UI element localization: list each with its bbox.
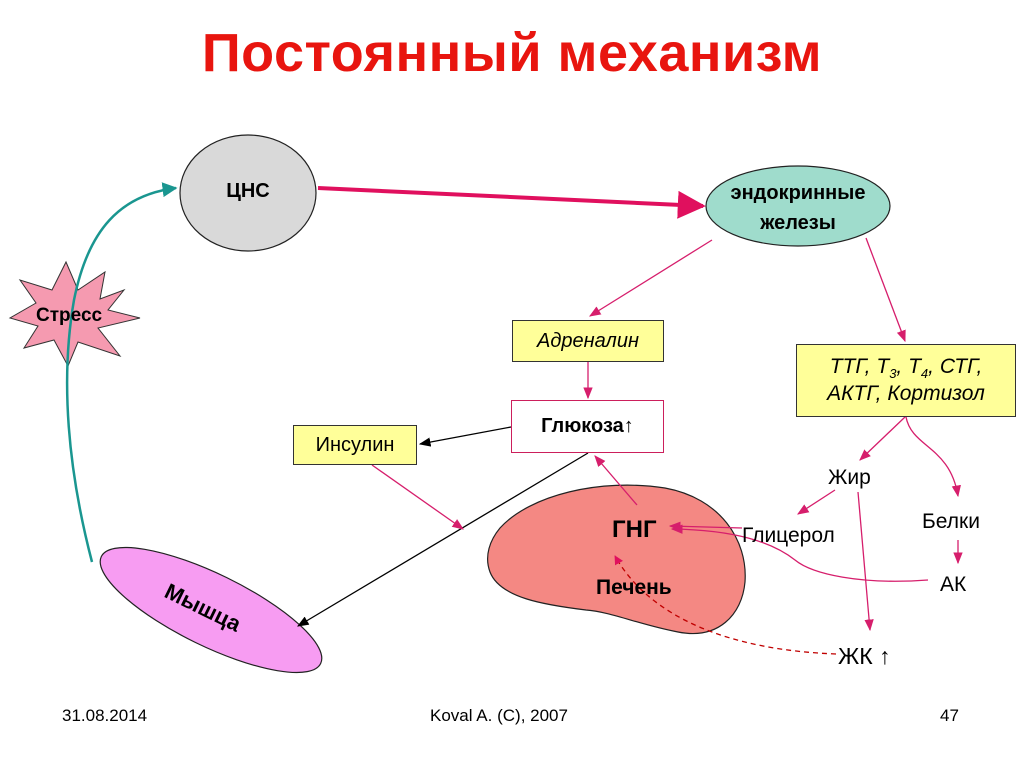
arrow-fat-to-glycerol: [797, 489, 836, 515]
glycerol-label: Глицерол: [742, 524, 835, 547]
glucose-label: Глюкоза↑: [541, 415, 634, 437]
adrenaline-label: Адреналин: [537, 329, 639, 352]
arrow-cns-to-endocrine: [317, 186, 706, 219]
gng-label: ГНГ: [612, 516, 657, 543]
adrenaline-box: Адреналин: [512, 320, 664, 362]
fattyacids-label: ЖК ↑: [838, 643, 891, 669]
arrow-glucose-to-muscle: [296, 452, 589, 627]
endocrine-label-line1: эндокринные: [730, 182, 866, 204]
arrow-gng-to-glucose: [594, 455, 638, 506]
arrow-muscle-to-cns: [65, 182, 178, 563]
stress-star: [8, 260, 141, 368]
footer-date: 31.08.2014: [62, 706, 148, 725]
hormones-box: ТТГ, Т3, Т4, СТГ, АКТГ, Кортизол: [796, 344, 1016, 417]
arrow-fat-to-fattyacids: [857, 491, 874, 632]
footer-page-number: 47: [940, 706, 959, 725]
muscle-node: [99, 546, 323, 674]
arrow-hormones-to-proteins: [905, 416, 961, 498]
fat-label: Жир: [828, 466, 871, 489]
liver-label: Печень: [596, 576, 672, 599]
insulin-label: Инсулин: [315, 433, 395, 456]
cns-label: ЦНС: [226, 180, 270, 202]
arrow-fattyacids-to-liver: [614, 555, 837, 655]
arrow-glucose-to-insulin: [418, 426, 512, 447]
arrow-endocrine-to-adrenaline: [589, 239, 713, 317]
insulin-box: Инсулин: [293, 425, 417, 465]
ak-label: АК: [940, 573, 967, 596]
footer-author: Koval A. (C), 2007: [430, 706, 568, 725]
arrow-endocrine-to-hormones: [865, 237, 906, 343]
arrow-hormones-to-fat: [859, 416, 906, 461]
liver-shape: [487, 484, 746, 634]
arrow-insulin-to-liver: [371, 464, 464, 530]
arrow-ak-to-gng: [670, 524, 929, 582]
slide-title: Постоянный механизм: [201, 23, 823, 83]
hormones-line1: ТТГ, Т3, Т4, СТГ,: [829, 355, 983, 382]
glucose-box: Глюкоза↑: [511, 400, 664, 453]
cns-node: [179, 134, 317, 252]
endocrine-node: [705, 165, 891, 247]
proteins-label: Белки: [922, 510, 980, 533]
stress-label: Стресс: [36, 305, 103, 326]
hormones-line2: АКТГ, Кортизол: [827, 381, 985, 405]
endocrine-label-line2: железы: [760, 212, 836, 234]
